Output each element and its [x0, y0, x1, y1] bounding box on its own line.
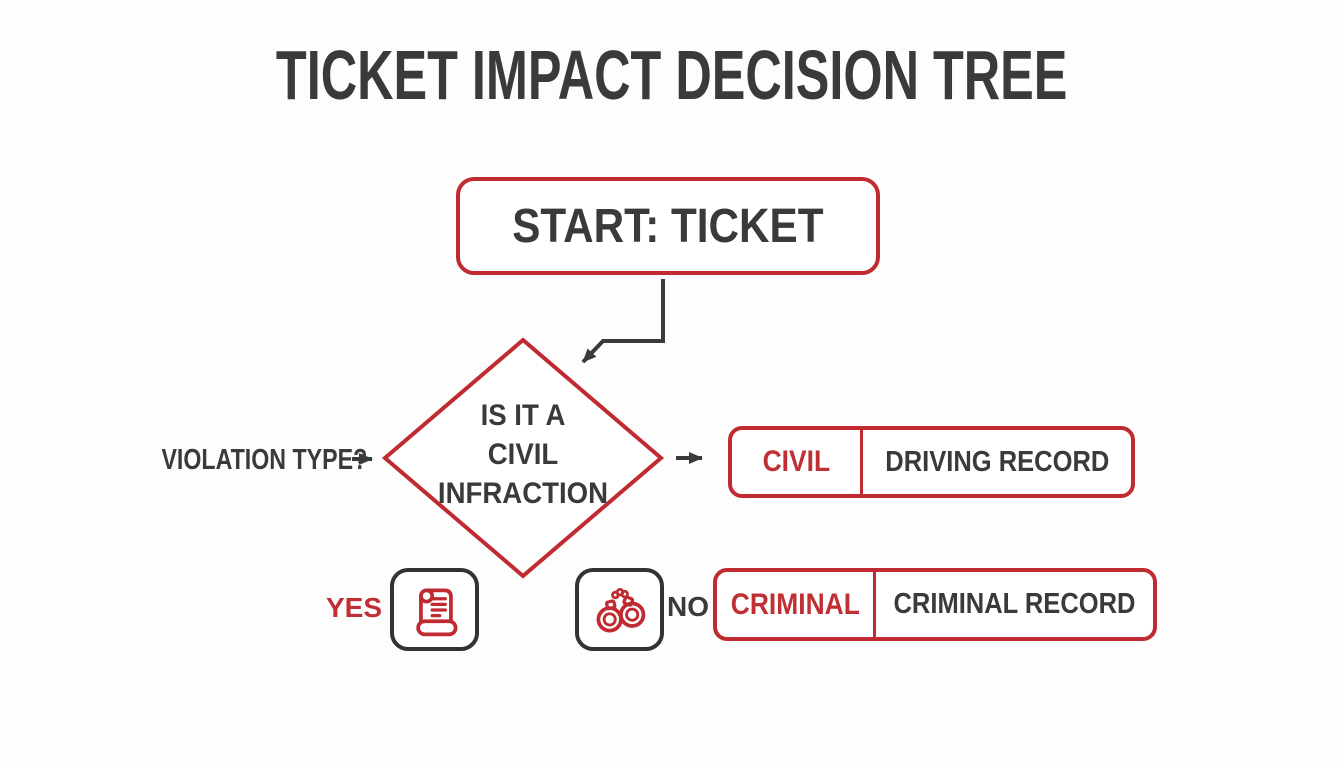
yes-branch-icon-box [390, 568, 479, 651]
no-branch-label: NO [667, 591, 709, 622]
criminal-tag: CRIMINAL [717, 572, 876, 637]
civil-tag: CIVIL [732, 430, 863, 494]
question-label: VIOLATION TYPE? [161, 444, 368, 476]
decision-node-label: IS IT A CIVIL INFRACTION [408, 396, 638, 513]
page-title: TICKET IMPACT DECISION TREE [276, 36, 1068, 114]
scroll-document-icon [415, 587, 457, 636]
yes-branch-label: YES [325, 592, 382, 623]
criminal-outcome-node: CRIMINAL CRIMINAL RECORD [713, 568, 1157, 641]
no-branch-icon-box [575, 568, 664, 651]
start-node-label: START: TICKET [512, 199, 824, 253]
criminal-result: CRIMINAL RECORD [893, 588, 1136, 620]
decision-line-1: IS IT A [480, 399, 566, 432]
handcuffs-icon [596, 587, 645, 632]
start-to-decision-arrow [581, 279, 665, 364]
decision-line-3: INFRACTION [437, 477, 609, 510]
decision-line-2: CIVIL [487, 438, 559, 471]
civil-result: DRIVING RECORD [884, 445, 1110, 478]
civil-outcome-node: CIVIL DRIVING RECORD [728, 426, 1135, 498]
start-node: START: TICKET [456, 177, 880, 275]
